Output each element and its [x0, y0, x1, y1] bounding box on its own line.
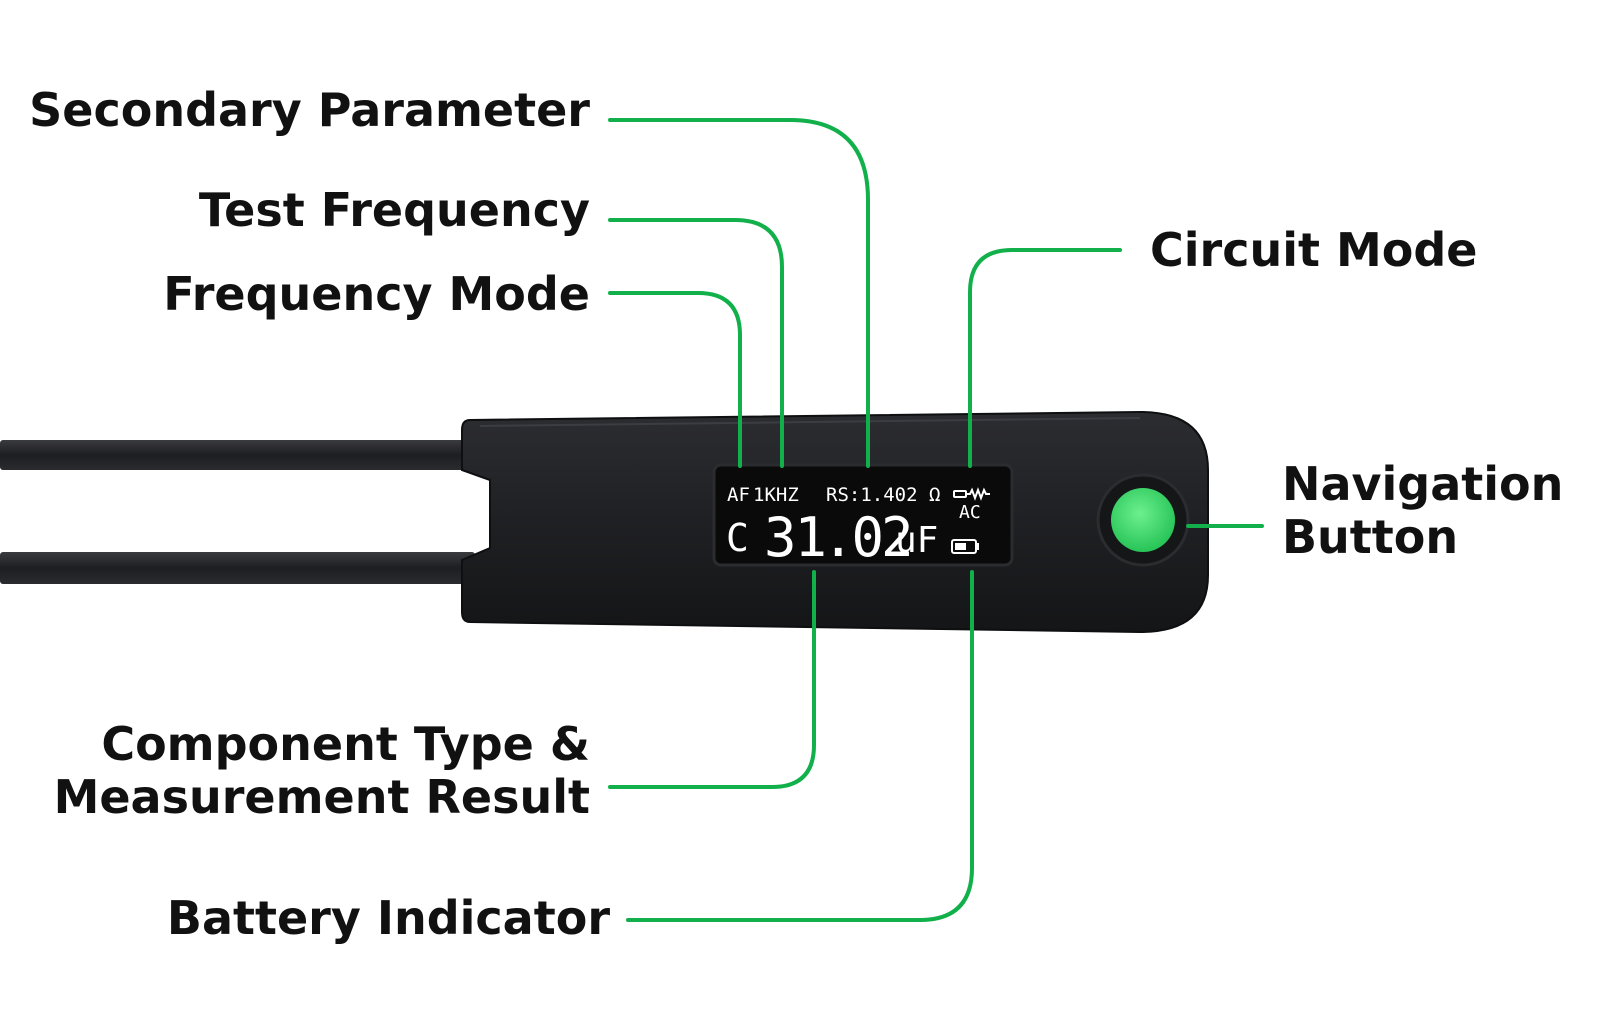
body-highlight	[479, 417, 1141, 427]
measurement-value-integer: 31	[764, 506, 827, 569]
label-navigation-line2: Button	[1282, 509, 1459, 564]
navigation-button[interactable]	[1111, 488, 1175, 552]
test-frequency-readout: 1KHZ	[753, 484, 799, 506]
callout-battery-indicator	[626, 570, 974, 922]
battery-icon	[951, 539, 979, 554]
label-circuit-mode: Circuit Mode	[1150, 223, 1478, 277]
component-type-readout: C	[726, 516, 749, 560]
callout-circuit-mode	[968, 248, 1122, 468]
callout-secondary-parameter	[608, 118, 870, 468]
label-frequency-mode: Frequency Mode	[163, 267, 590, 321]
label-test-frequency: Test Frequency	[198, 183, 590, 237]
callout-lines	[608, 118, 1264, 922]
callout-component-type	[608, 570, 816, 789]
secondary-parameter-readout: RS:1.402 Ω	[826, 484, 941, 506]
callout-test-frequency	[608, 218, 784, 468]
label-component-type: Component Type & Measurement Result	[54, 718, 590, 824]
frequency-mode-readout: AF	[727, 484, 750, 506]
upper-lead	[0, 440, 475, 470]
measurement-unit: uF	[895, 520, 939, 561]
label-navigation-line1: Navigation	[1282, 457, 1564, 511]
measurement-value-decimal: .02	[822, 506, 914, 569]
series-circuit-icon	[953, 487, 990, 501]
circuit-mode-readout: AC	[959, 502, 981, 523]
label-secondary-parameter: Secondary Parameter	[29, 83, 590, 137]
callout-frequency-mode	[608, 291, 742, 468]
label-navigation-button: Navigation Button	[1282, 458, 1563, 564]
label-component-type-line1: Component Type &	[101, 717, 590, 771]
lower-lead	[0, 552, 475, 584]
label-component-type-line2: Measurement Result	[53, 769, 590, 824]
label-battery-indicator: Battery Indicator	[166, 891, 610, 945]
oled-screen	[712, 463, 1014, 567]
